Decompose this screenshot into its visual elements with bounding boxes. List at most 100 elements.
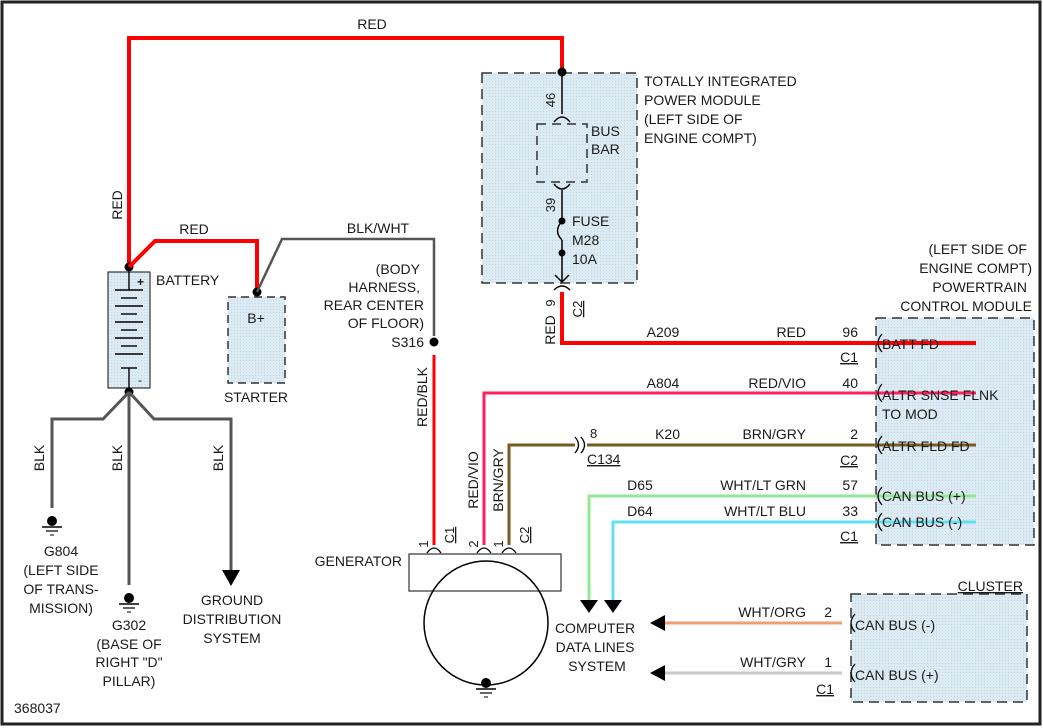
starter-b-plus-node <box>252 287 262 297</box>
cluster-title: CLUSTER <box>958 578 1023 594</box>
pcm-func-can-minus: CAN BUS (-) <box>882 514 962 530</box>
color-d65: WHT/LT GRN <box>720 477 806 493</box>
cluster-box <box>850 593 1028 703</box>
starter-terminal-label: B+ <box>247 310 265 326</box>
gen-pin-1-c1: 1 <box>416 540 431 547</box>
gen-connector-c1: C1 <box>442 527 457 544</box>
fuse-m28-icon <box>556 220 563 241</box>
pin-2-pcm: 2 <box>850 426 858 442</box>
generator-terminals <box>426 547 517 554</box>
pcm-func-batt-fd: BATT FD <box>882 336 939 352</box>
label-jumper-red: RED <box>179 221 209 237</box>
wire-battery-starter <box>127 239 259 292</box>
color-k20: BRN/GRY <box>742 426 806 442</box>
ground-dist-label-3: SYSTEM <box>203 630 261 646</box>
gen-pin-2: 2 <box>466 540 481 547</box>
arrow-wht-gry-icon <box>650 665 665 681</box>
g302-location-2: RIGHT "D" <box>95 654 162 670</box>
pcm-func-altr-fld: ALTR FLD FD <box>882 438 970 454</box>
tipm-title-3: (LEFT SIDE OF <box>644 111 743 127</box>
pcm-title-4: CONTROL MODULE <box>900 298 1032 314</box>
splice-location-1: (BODY <box>376 261 421 277</box>
arrow-d65-icon <box>580 600 598 613</box>
circuit-a804: A804 <box>647 375 680 391</box>
splice-location-2: HARNESS, <box>348 279 420 295</box>
arrow-wht-org-icon <box>650 615 665 631</box>
fuse-rating: 10A <box>572 251 598 267</box>
pin-40: 40 <box>842 375 858 391</box>
pcm-title-1: (LEFT SIDE OF <box>928 241 1027 257</box>
cluster-terminals <box>850 613 856 683</box>
pin-9-label: 9 <box>543 299 558 306</box>
arrow-d64-icon <box>604 600 622 613</box>
battery-minus-sign: - <box>138 373 142 387</box>
fuse-id: M28 <box>572 232 599 248</box>
c134-pin: 8 <box>590 426 597 441</box>
generator-label: GENERATOR <box>315 553 402 569</box>
label-top-red: RED <box>357 16 387 32</box>
circuit-d65: D65 <box>627 477 653 493</box>
label-red-vio-vertical: RED/VIO <box>465 451 481 509</box>
ground-dist-label-1: GROUND <box>201 592 263 608</box>
battery-plus-sign: + <box>137 275 144 289</box>
label-red-pcm-vertical: RED <box>542 315 558 345</box>
pin-57: 57 <box>842 477 858 493</box>
g804-id: G804 <box>44 543 78 559</box>
pin-33: 33 <box>842 503 858 519</box>
ground-dist-label-2: DISTRIBUTION <box>183 611 282 627</box>
circuit-k20: K20 <box>655 426 680 442</box>
connector-c134-icon <box>574 436 586 454</box>
wire-blk-wht <box>255 237 436 336</box>
pcm-box <box>875 317 1035 546</box>
splice-location-4: OF FLOOR) <box>348 315 424 331</box>
cluster-pin-1: 1 <box>824 654 832 670</box>
label-vertical-red: RED <box>109 190 125 220</box>
g804-location-2: OF TRANS- <box>23 581 99 597</box>
wire-top-red <box>127 36 564 266</box>
generator-ground-icon <box>476 678 496 698</box>
generator-housing <box>408 553 562 592</box>
color-wht-gry: WHT/GRY <box>740 654 807 670</box>
wire-d65 <box>587 494 976 600</box>
pin-46-terminal <box>553 116 571 123</box>
pcm-terminals <box>877 333 883 532</box>
wire-a209 <box>560 292 976 345</box>
wire-d64 <box>611 520 976 600</box>
circuit-d64: D64 <box>627 503 653 519</box>
ground-wires <box>50 390 233 585</box>
starter-label: STARTER <box>224 389 288 405</box>
ground-distribution-arrow-icon <box>222 570 240 586</box>
battery-cells-icon <box>115 272 143 388</box>
pcm-connector-c1-a: C1 <box>840 349 858 365</box>
data-lines-label-1: COMPUTER <box>555 620 635 636</box>
tipm-title-1: TOTALLY INTEGRATED <box>644 73 797 89</box>
wire-k20-gen <box>507 443 575 545</box>
cluster-connector-c1: C1 <box>816 681 834 697</box>
ground-g804-icon <box>42 516 62 536</box>
cluster-func-can-minus: CAN BUS (-) <box>855 617 935 633</box>
fuse-label: FUSE <box>572 213 609 229</box>
pin-9-terminal <box>553 285 571 291</box>
connector-c134: C134 <box>587 451 621 467</box>
data-lines-label-3: SYSTEM <box>568 658 626 674</box>
pcm-func-altr-snse-2: TO MOD <box>882 406 938 422</box>
label-brn-gry-vertical: BRN/GRY <box>490 448 506 512</box>
g302-id: G302 <box>112 617 146 633</box>
tipm-title-2: POWER MODULE <box>644 92 761 108</box>
bus-bar-box <box>536 123 588 183</box>
pcm-connector-c1-b: C1 <box>840 528 858 544</box>
splice-id: S316 <box>391 334 424 350</box>
label-blk-1: BLK <box>31 444 47 471</box>
circuit-a209: A209 <box>647 324 680 340</box>
tipm-connector-c2: C2 <box>570 301 585 318</box>
g302-location-3: PILLAR) <box>103 673 156 689</box>
splice-s316 <box>429 337 439 347</box>
pcm-title-2: ENGINE COMPT) <box>919 260 1032 276</box>
pin-39-terminal <box>553 183 571 190</box>
pin-46-label: 46 <box>543 93 558 107</box>
wire-a804 <box>482 391 976 545</box>
gen-pin-1-c2: 1 <box>491 540 506 547</box>
cluster-func-can-plus: CAN BUS (+) <box>855 667 939 683</box>
